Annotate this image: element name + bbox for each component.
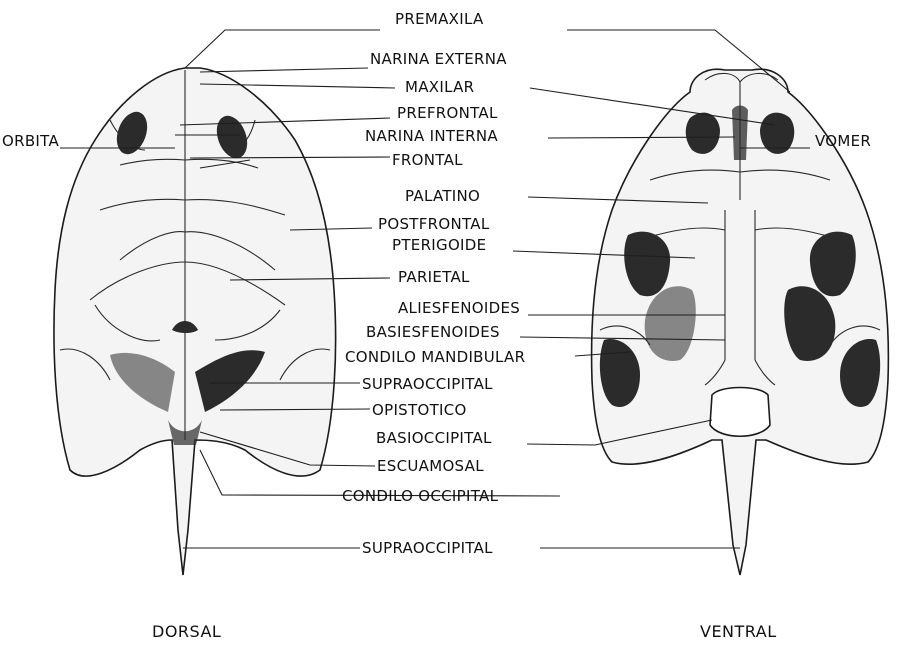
label-narina-interna: NARINA INTERNA xyxy=(365,127,498,145)
label-palatino: PALATINO xyxy=(405,187,480,205)
label-condilo-mandibular: CONDILO MANDIBULAR xyxy=(345,348,525,366)
label-postfrontal: POSTFRONTAL xyxy=(378,215,490,233)
label-basiesfenoides: BASIESFENOIDES xyxy=(366,323,500,341)
label-opistotico: OPISTOTICO xyxy=(372,401,467,419)
label-frontal: FRONTAL xyxy=(392,151,463,169)
label-pterigoide: PTERIGOIDE xyxy=(392,236,486,254)
label-escuamosal: ESCUAMOSAL xyxy=(377,457,484,475)
label-supraoccipital-upper: SUPRAOCCIPITAL xyxy=(362,375,493,393)
label-basioccipital: BASIOCCIPITAL xyxy=(376,429,492,447)
label-prefrontal: PREFRONTAL xyxy=(397,104,498,122)
label-orbita: ORBITA xyxy=(2,132,59,150)
label-condilo-occipital: CONDILO OCCIPITAL xyxy=(342,487,499,505)
label-aliesfenoides: ALIESFENOIDES xyxy=(398,299,520,317)
label-maxilar: MAXILAR xyxy=(405,78,474,96)
label-parietal: PARIETAL xyxy=(398,268,470,286)
label-narina-externa: NARINA EXTERNA xyxy=(370,50,507,68)
view-label-ventral: VENTRAL xyxy=(700,622,777,641)
label-premaxila: PREMAXILA xyxy=(395,10,484,28)
label-supraoccipital-lower: SUPRAOCCIPITAL xyxy=(362,539,493,557)
view-label-dorsal: DORSAL xyxy=(152,622,221,641)
dorsal-skull xyxy=(54,68,336,575)
dorsal-skull-outline xyxy=(54,68,336,575)
label-vomer: VOMER xyxy=(815,132,871,150)
